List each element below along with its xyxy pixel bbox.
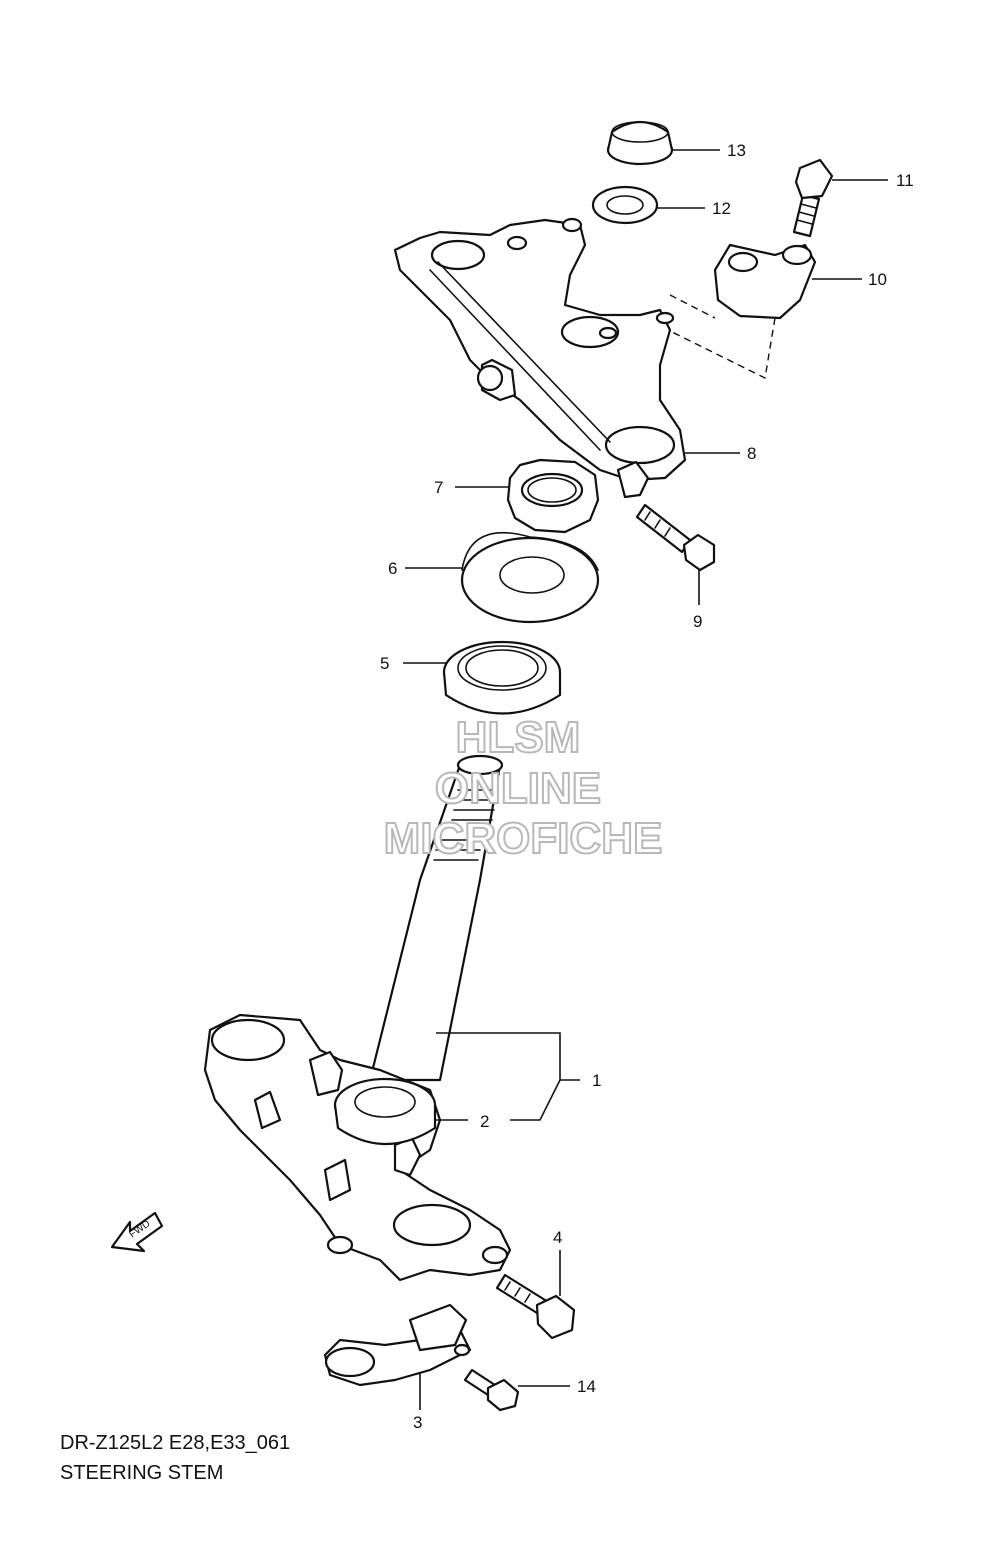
watermark-line-2: ONLINE bbox=[435, 764, 601, 813]
callout-10[interactable]: 10 bbox=[868, 270, 887, 289]
part-6-seal[interactable] bbox=[460, 531, 600, 624]
part-11-bolt[interactable] bbox=[792, 158, 834, 238]
part-2-bearing[interactable] bbox=[333, 1077, 437, 1145]
callout-numbers: 13 12 11 10 8 7 9 6 5 1 2 4 14 3 bbox=[380, 141, 914, 1432]
callout-13[interactable]: 13 bbox=[727, 141, 746, 160]
watermark-line-3: MICROFICHE bbox=[384, 814, 663, 863]
callout-4[interactable]: 4 bbox=[553, 1228, 562, 1247]
callout-6[interactable]: 6 bbox=[388, 559, 397, 578]
part-4-bolt[interactable] bbox=[495, 1273, 576, 1340]
fwd-arrow-icon: FWD bbox=[110, 1211, 164, 1253]
callout-14[interactable]: 14 bbox=[577, 1377, 596, 1396]
callout-8[interactable]: 8 bbox=[747, 444, 756, 463]
watermark-line-1: HLSM bbox=[456, 713, 581, 762]
callout-7[interactable]: 7 bbox=[434, 478, 443, 497]
callout-9[interactable]: 9 bbox=[693, 612, 702, 631]
diagram-title: STEERING STEM bbox=[60, 1462, 224, 1484]
callout-1[interactable]: 1 bbox=[592, 1071, 601, 1090]
leader-lines bbox=[403, 149, 888, 1410]
callout-5[interactable]: 5 bbox=[380, 654, 389, 673]
part-5-bearing[interactable] bbox=[442, 640, 562, 715]
part-12-washer[interactable] bbox=[591, 185, 659, 225]
holder-alignment-guide bbox=[667, 294, 776, 380]
part-8-upper-bracket[interactable] bbox=[393, 217, 687, 499]
part-10-holder[interactable] bbox=[713, 243, 817, 320]
part-7-nut[interactable] bbox=[506, 458, 600, 534]
part-9-bolt[interactable] bbox=[635, 503, 716, 572]
callout-2[interactable]: 2 bbox=[480, 1112, 489, 1131]
callout-3[interactable]: 3 bbox=[413, 1413, 422, 1432]
part-13-cap[interactable] bbox=[606, 121, 674, 166]
part-3-guide[interactable] bbox=[323, 1303, 472, 1387]
part-14-bolt[interactable] bbox=[463, 1368, 520, 1412]
callout-11[interactable]: 11 bbox=[896, 171, 914, 190]
diagram-code: DR-Z125L2 E28,E33_061 bbox=[60, 1432, 291, 1454]
callout-12[interactable]: 12 bbox=[712, 199, 731, 218]
part-1-steering-stem[interactable] bbox=[203, 754, 512, 1282]
watermark: HLSM ONLINE MICROFICHE bbox=[383, 712, 664, 864]
